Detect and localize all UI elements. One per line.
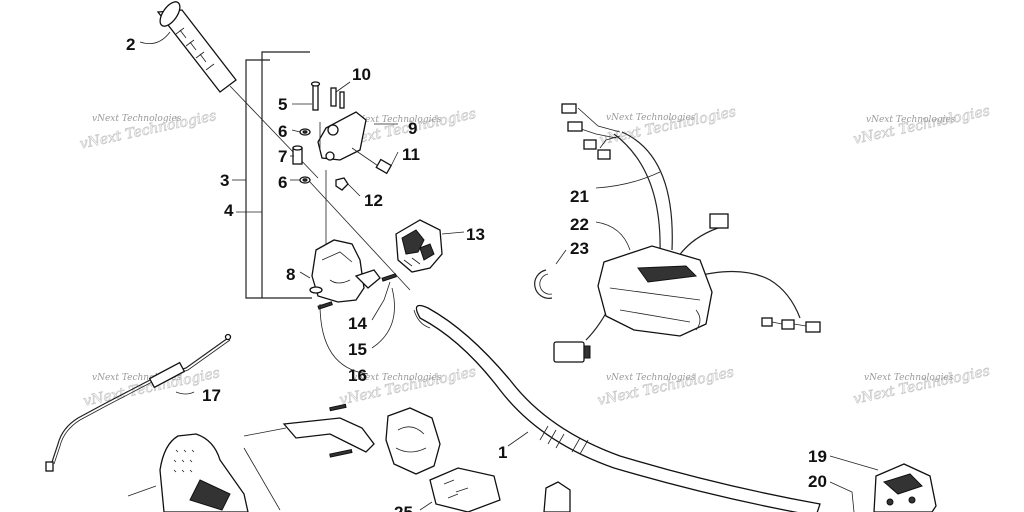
- throttle-cable: [45, 333, 232, 472]
- bottom-left-parts: [127, 403, 571, 512]
- callout-2: 2: [126, 35, 135, 54]
- bracket-outline: [232, 51, 312, 299]
- callout-12: 12: [364, 191, 383, 210]
- callout-4: 4: [224, 201, 234, 220]
- watermark-text: vNext Technologies: [352, 115, 442, 125]
- callout-19: 19: [808, 447, 827, 466]
- callout-7: 7: [278, 147, 287, 166]
- throttle-housing: [309, 239, 397, 310]
- watermark-text: vNext Technologies: [596, 364, 735, 409]
- callout-10: 10: [352, 65, 371, 84]
- wiring-harness: [553, 103, 821, 363]
- control-switch: [395, 219, 443, 273]
- watermark-text: vNext Technologies: [82, 365, 221, 410]
- watermark-group: vNext Technologies vNext Technologies vN…: [78, 103, 992, 410]
- watermark-text: vNext Technologies: [852, 103, 991, 148]
- clip-ring: [534, 269, 553, 299]
- throttle-hardware: [292, 81, 411, 291]
- watermark-text: vNext Technologies: [352, 373, 442, 383]
- callout-6: 6: [278, 122, 287, 141]
- watermark-text: vNext Technologies: [598, 104, 737, 149]
- callout-23: 23: [570, 239, 589, 258]
- watermark-text: vNext Technologies: [92, 373, 182, 383]
- callout-6b: 6: [278, 173, 287, 192]
- callout-8: 8: [286, 265, 295, 284]
- callout-3: 3: [220, 171, 229, 190]
- watermark-text: vNext Technologies: [864, 373, 954, 383]
- watermark-text: vNext Technologies: [852, 363, 991, 408]
- callout-21: 21: [570, 187, 589, 206]
- callout-17: 17: [202, 386, 221, 405]
- callout-15: 15: [348, 340, 367, 359]
- leader-lines-right: [555, 171, 879, 512]
- handlebar-grip: [156, 1, 319, 179]
- brake-master-cylinder: [873, 463, 937, 512]
- watermark-text: vNext Technologies: [92, 114, 182, 124]
- handlebar: [413, 304, 821, 512]
- watermark-text: vNext Technologies: [606, 113, 696, 123]
- callout-13: 13: [466, 225, 485, 244]
- leader-lines: [139, 31, 465, 375]
- watermark-text: vNext Technologies: [606, 373, 696, 383]
- callout-9: 9: [408, 119, 417, 138]
- callout-11: 11: [402, 145, 420, 164]
- watermark-text: vNext Technologies: [866, 115, 956, 125]
- callout-20: 20: [808, 472, 827, 491]
- control-module: [597, 245, 713, 337]
- callout-1: 1: [498, 443, 507, 462]
- callout-labels: 1 2 3 4 5 6 7 6 8 9 10 11 12 13 14 15 16…: [126, 35, 827, 512]
- callout-14: 14: [348, 314, 367, 333]
- callout-16: 16: [348, 366, 367, 385]
- callout-25: 25: [394, 503, 413, 512]
- callout-22: 22: [570, 215, 589, 234]
- callout-5: 5: [278, 95, 287, 114]
